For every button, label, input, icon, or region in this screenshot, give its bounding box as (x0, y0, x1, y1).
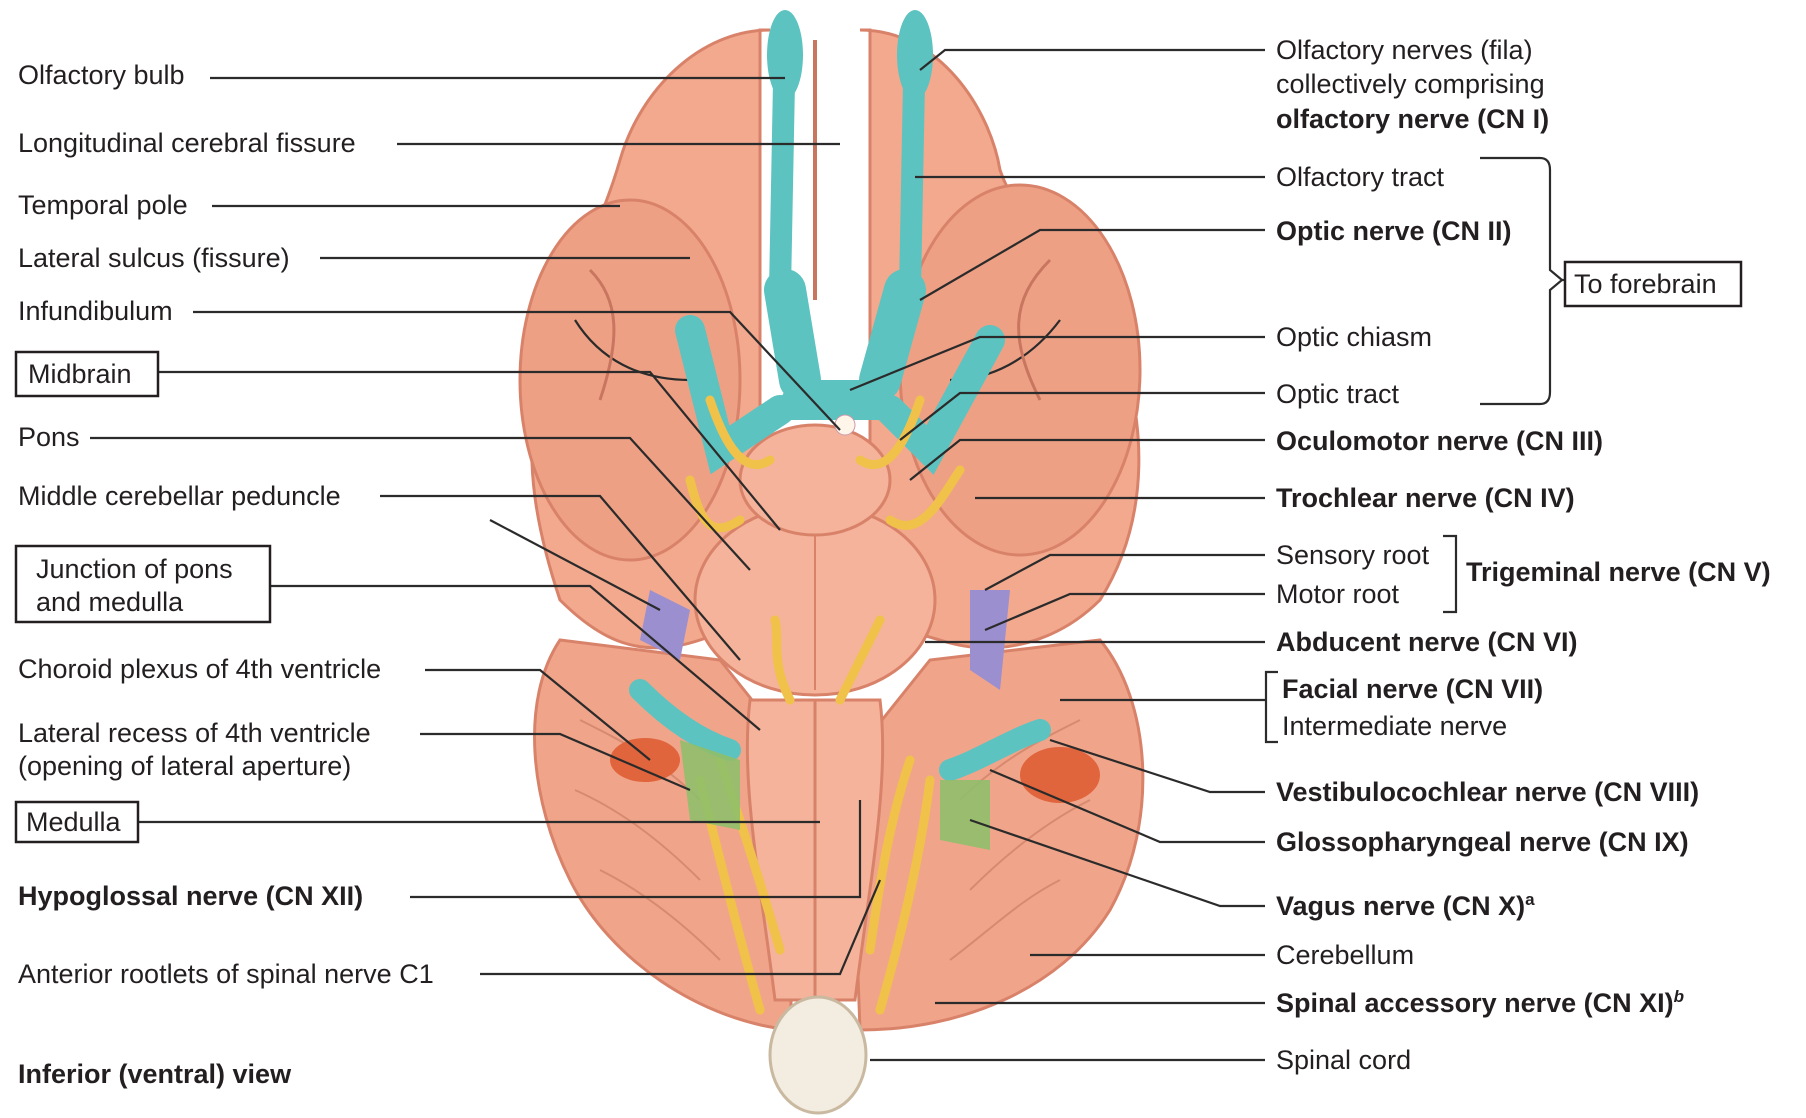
label-vestibulocochlear: Vestibulocochlear nerve (CN VIII) (1276, 777, 1699, 807)
label-oculomotor: Oculomotor nerve (CN III) (1276, 426, 1603, 456)
label-to-forebrain: To forebrain (1574, 269, 1717, 299)
label-hypoglossal: Hypoglossal nerve (CN XII) (18, 881, 363, 911)
label-optic-nerve: Optic nerve (CN II) (1276, 216, 1512, 246)
label-olfactory-nerves-line2: collectively comprising (1276, 69, 1545, 99)
label-medulla: Medulla (26, 807, 122, 837)
trigeminal-bracket (1443, 536, 1456, 612)
view-caption: Inferior (ventral) view (18, 1059, 292, 1089)
label-midbrain: Midbrain (28, 359, 132, 389)
spinal-cord-cross-section (770, 997, 866, 1113)
label-junction-line2: and medulla (36, 587, 184, 617)
vagus-footnote-mark: a (1525, 890, 1535, 909)
label-lateral-recess-line2: (opening of lateral aperture) (18, 751, 351, 781)
label-olfactory-nerves-line1: Olfactory nerves (fila) (1276, 35, 1533, 65)
brain-illustration (520, 10, 1143, 1113)
label-lateral-sulcus: Lateral sulcus (fissure) (18, 243, 290, 273)
label-abducent: Abducent nerve (CN VI) (1276, 627, 1578, 657)
midbrain (740, 425, 890, 535)
forebrain-bracket (1480, 158, 1562, 404)
label-facial: Facial nerve (CN VII) (1282, 674, 1543, 704)
label-spinal-accessory: Spinal accessory nerve (CN XI)b (1276, 987, 1684, 1018)
label-temporal-pole: Temporal pole (18, 190, 188, 220)
label-choroid-plexus: Choroid plexus of 4th ventricle (18, 654, 381, 684)
spinal-accessory-footnote-mark: b (1674, 987, 1684, 1006)
choroid-plexus-right (1020, 747, 1100, 803)
label-trochlear: Trochlear nerve (CN IV) (1276, 483, 1575, 513)
label-cerebellum: Cerebellum (1276, 940, 1414, 970)
label-optic-chiasm: Optic chiasm (1276, 322, 1432, 352)
label-sensory-root: Sensory root (1276, 540, 1430, 570)
left-labels: Olfactory bulb Longitudinal cerebral fis… (18, 60, 434, 1089)
label-spinal-cord: Spinal cord (1276, 1045, 1411, 1075)
label-lateral-recess-line1: Lateral recess of 4th ventricle (18, 718, 371, 748)
label-vagus: Vagus nerve (CN X)a (1276, 890, 1535, 921)
label-intermediate: Intermediate nerve (1282, 711, 1507, 741)
rootlets-right (940, 780, 990, 850)
label-olfactory-tract: Olfactory tract (1276, 162, 1445, 192)
infundibulum-stalk (835, 415, 855, 435)
optic-nerve-right (880, 290, 905, 380)
label-infundibulum: Infundibulum (18, 296, 173, 326)
label-trigeminal: Trigeminal nerve (CN V) (1466, 557, 1771, 587)
label-olfactory-nerves-line3: olfactory nerve (CN I) (1276, 104, 1549, 134)
label-pons: Pons (18, 422, 80, 452)
label-middle-cerebellar-peduncle: Middle cerebellar peduncle (18, 481, 341, 511)
label-junction-line1: Junction of pons (36, 554, 233, 584)
facial-bracket (1266, 672, 1278, 742)
label-motor-root: Motor root (1276, 579, 1400, 609)
label-olfactory-bulb: Olfactory bulb (18, 60, 185, 90)
label-optic-tract: Optic tract (1276, 379, 1400, 409)
optic-nerve-left (785, 290, 800, 380)
label-anterior-rootlets: Anterior rootlets of spinal nerve C1 (18, 959, 434, 989)
label-glossopharyngeal: Glossopharyngeal nerve (CN IX) (1276, 827, 1689, 857)
right-labels: Olfactory nerves (fila) collectively com… (1276, 35, 1771, 1075)
label-longitudinal-fissure: Longitudinal cerebral fissure (18, 128, 356, 158)
